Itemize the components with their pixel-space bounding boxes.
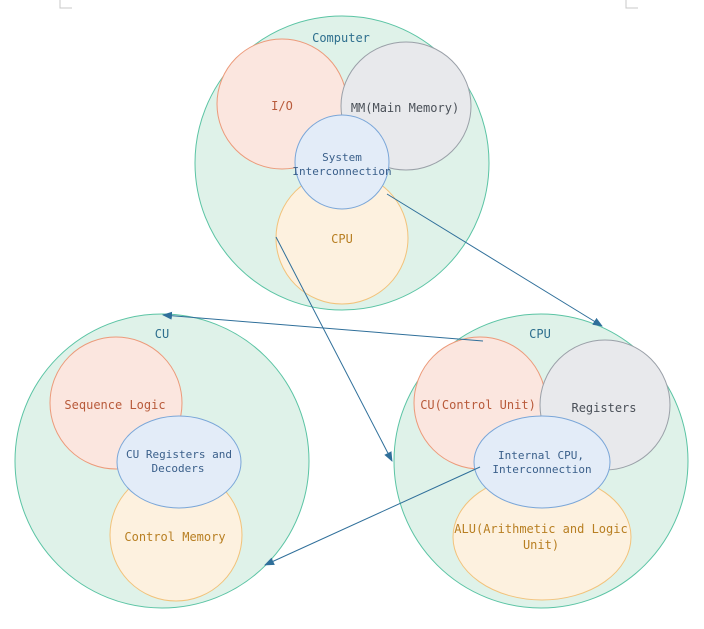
cpu-group: CPU CU(Control Unit) Registers ALU(Arith… xyxy=(393,313,689,609)
computer-cpu-label: CPU xyxy=(331,232,353,246)
computer-group: Computer I/O MM(Main Memory) CPU System … xyxy=(194,15,490,311)
page-corner-mark-left xyxy=(59,0,72,9)
cu-group: CU Sequence Logic Control Memory CU Regi… xyxy=(14,313,310,609)
main-memory-label: MM(Main Memory) xyxy=(351,101,459,115)
cu-registers-decoders-circle xyxy=(116,415,242,509)
page-corner-mark-right xyxy=(625,0,638,9)
alu-label-line2: Unit) xyxy=(523,538,559,552)
arrow-computer-cpu-to-cpu-group xyxy=(275,236,393,462)
control-unit-label: CU(Control Unit) xyxy=(420,398,536,412)
sequence-logic-label: Sequence Logic xyxy=(64,398,165,412)
system-interconnection-circle xyxy=(294,114,390,210)
cu-title: CU xyxy=(155,327,169,341)
computer-title: Computer xyxy=(312,31,370,45)
cu-registers-decoders-label-line2: Decoders xyxy=(152,462,205,475)
internal-cpu-interconnection-circle xyxy=(473,415,611,509)
io-label: I/O xyxy=(271,99,293,113)
arrow-interconnect-to-cpu xyxy=(386,193,603,327)
system-interconnection-label-line2: Interconnection xyxy=(292,165,391,178)
cu-registers-decoders-label-line1: CU Registers and xyxy=(126,448,232,461)
alu-label-line1: ALU(Arithmetic and Logic xyxy=(454,522,627,536)
internal-cpu-interconnection-label-line1: Internal CPU, xyxy=(498,449,584,462)
cpu-title: CPU xyxy=(529,327,551,341)
control-memory-label: Control Memory xyxy=(124,530,225,544)
connector-arrows xyxy=(162,193,603,566)
internal-cpu-interconnection-label-line2: Interconnection xyxy=(492,463,591,476)
arrow-internal-to-control-memory xyxy=(264,466,481,566)
cpu-registers-label: Registers xyxy=(571,401,636,415)
system-interconnection-label-line1: System xyxy=(322,151,362,164)
